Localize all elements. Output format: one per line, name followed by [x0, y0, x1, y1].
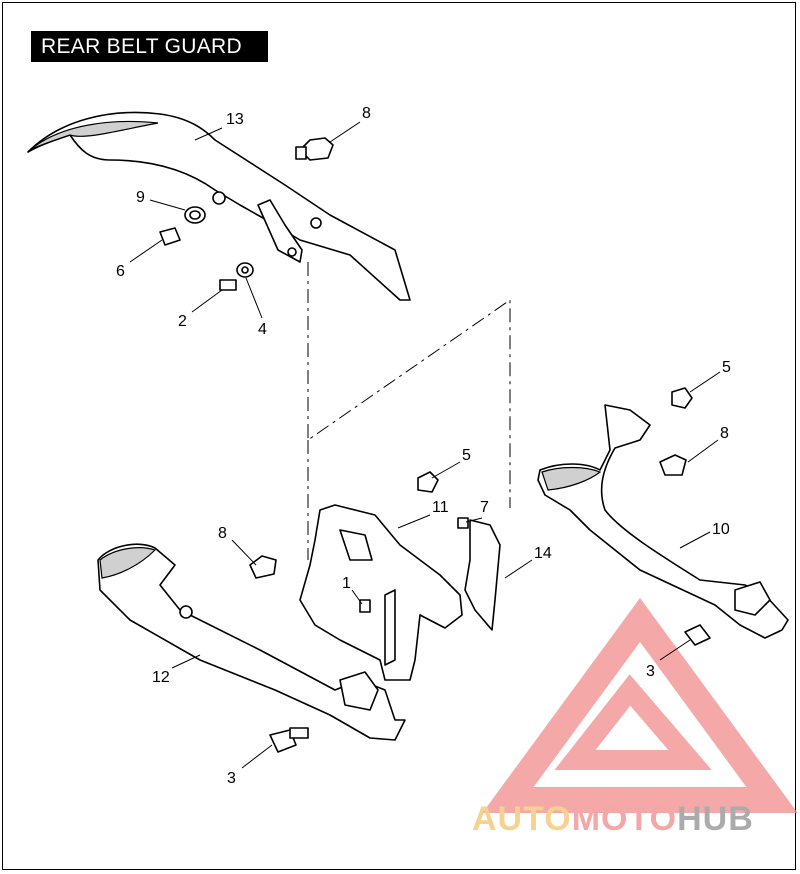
watermark-text: AUTOMOTOHUB [472, 800, 754, 838]
callout-7: 7 [480, 499, 489, 516]
watermark-auto: AUTO [472, 800, 572, 838]
callout-13: 13 [226, 111, 244, 128]
watermark-moto: MOTO [572, 800, 677, 838]
leader-lines [129, 121, 721, 769]
part-4-washer [236, 262, 254, 278]
part-5-acorn-right [671, 387, 693, 409]
part-8-acorn-right [659, 454, 687, 476]
part-2-screw [219, 279, 237, 291]
callout-8: 8 [362, 105, 371, 122]
callout-8: 8 [720, 425, 729, 442]
part-7-clip [457, 517, 469, 529]
callout-6: 6 [116, 263, 125, 280]
part-3-bolt-left [269, 727, 309, 753]
part-10-right-guard [537, 404, 789, 639]
diagram-title: REAR BELT GUARD [31, 31, 268, 62]
callout-4: 4 [258, 321, 267, 338]
part-8-acorn-nut-top [295, 137, 334, 161]
watermark-logo: AUTOMOTOHUB [472, 598, 798, 838]
callout-3: 3 [227, 770, 236, 787]
part-1-screw [359, 599, 371, 613]
callout-5: 5 [722, 359, 731, 376]
hardware [159, 137, 711, 753]
callout-5: 5 [462, 447, 471, 464]
part-13-upper-belt-guard [27, 111, 411, 301]
callout-10: 10 [712, 521, 730, 538]
callout-2: 2 [178, 313, 187, 330]
callout-9: 9 [136, 189, 145, 206]
callout-11: 11 [432, 499, 449, 516]
watermark-triangle [482, 598, 798, 813]
callout-8: 8 [218, 525, 227, 542]
part-12-lower-left-guard [97, 543, 406, 741]
part-3-bolt-right [684, 624, 711, 646]
part-11-center-bracket [299, 504, 463, 681]
watermark-hub: HUB [677, 800, 754, 838]
part-14-plate [464, 519, 501, 631]
callout-12: 12 [152, 669, 170, 686]
callout-1: 1 [342, 575, 351, 592]
callout-3: 3 [646, 663, 655, 680]
watermark-inner-triangle [554, 674, 712, 770]
part-6-bushing [159, 227, 181, 246]
assembly-lines [307, 262, 511, 560]
callout-14: 14 [534, 545, 552, 562]
part-5-acorn-center [417, 471, 439, 493]
callout-labels: 13 8 9 6 2 4 5 8 10 5 11 7 14 8 1 12 3 3 [116, 105, 731, 787]
part-8-acorn-left [249, 555, 277, 579]
part-9-grommet [184, 206, 206, 224]
